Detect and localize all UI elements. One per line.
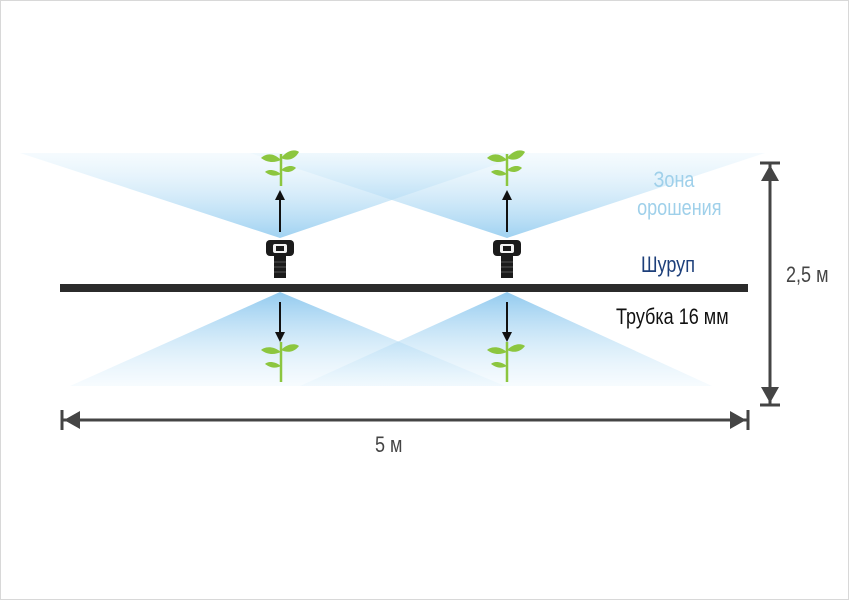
sprinkler-icon	[493, 240, 521, 278]
height-dimension-line	[760, 161, 780, 407]
arrow-down-icon	[275, 302, 285, 342]
plant-icon	[487, 342, 525, 382]
drip-tube	[60, 284, 748, 292]
arrow-up-icon	[275, 190, 285, 232]
irrigation-zone-label-line1: Зона	[653, 167, 695, 192]
plant-icon	[261, 150, 299, 186]
width-label: 5 м	[375, 432, 403, 457]
plant-icon	[261, 342, 299, 382]
arrow-down-icon	[502, 302, 512, 342]
irrigation-zone-label-line2: орошения	[637, 195, 722, 220]
plant-icon	[487, 150, 525, 186]
height-label: 2,5 м	[786, 262, 829, 287]
screw-label: Шуруп	[641, 252, 695, 277]
sprinkler-icon	[266, 240, 294, 278]
irrigation-zone-label: Зона орошения	[637, 166, 722, 222]
arrow-up-icon	[502, 190, 512, 232]
width-dimension-line	[60, 410, 750, 430]
tube-label: Трубка 16 мм	[616, 304, 729, 329]
